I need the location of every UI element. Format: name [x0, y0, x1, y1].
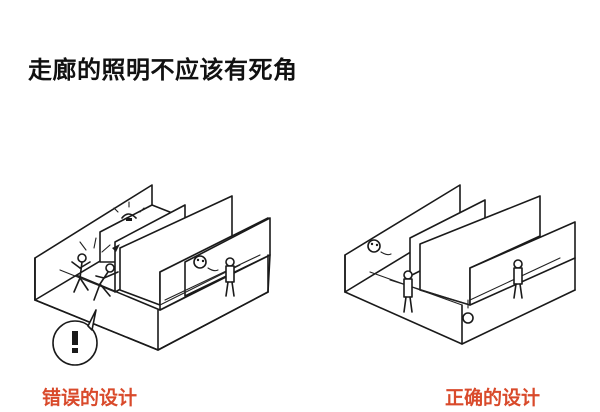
correct-person-left — [403, 270, 413, 313]
wrong-design-caption: 错误的设计 — [42, 387, 138, 409]
correct-corridor-walls — [344, 184, 576, 345]
wrong-lamp-icon — [113, 201, 145, 221]
correct-lamp-icon — [367, 239, 392, 256]
wrong-collision-marks — [79, 237, 120, 253]
correct-person-right — [513, 259, 523, 299]
wrong-colliding-people — [71, 253, 119, 301]
warning-bubble-icon — [52, 309, 98, 366]
page-title: 走廊的照明不应该有死角 — [28, 56, 298, 84]
wrong-person-right — [193, 255, 235, 297]
correct-floor-light-icon — [462, 299, 474, 324]
correct-design-caption: 正确的设计 — [445, 387, 541, 409]
wrong-corridor-walls — [34, 184, 271, 351]
